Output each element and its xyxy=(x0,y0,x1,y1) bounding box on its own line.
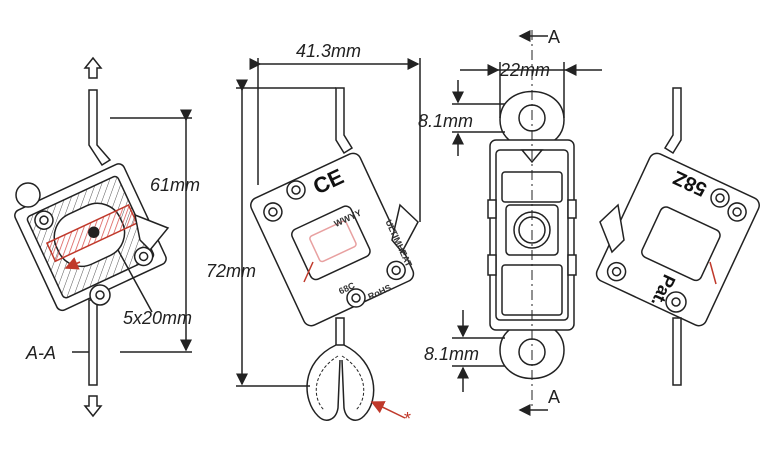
section-mark-top: A xyxy=(548,27,560,47)
height-72-label: 72mm xyxy=(206,261,256,281)
height-61-label: 61mm xyxy=(150,175,200,195)
section-label: A-A xyxy=(25,343,56,363)
rear-side-view xyxy=(595,87,760,386)
element-size-label: 5x20mm xyxy=(123,308,192,328)
up-arrow-icon xyxy=(83,56,103,79)
side-view xyxy=(236,58,421,421)
section-view xyxy=(14,56,192,418)
eye-bottom-label: 8.1mm xyxy=(424,344,479,364)
asterisk-mark: * xyxy=(404,409,411,429)
front-view xyxy=(452,30,602,416)
eye-top-label: 8.1mm xyxy=(418,111,473,131)
section-mark-bottom: A xyxy=(548,387,560,407)
down-arrow-icon xyxy=(83,395,103,418)
width-22-label: 22mm xyxy=(499,60,550,80)
width-41-label: 41.3mm xyxy=(296,41,361,61)
